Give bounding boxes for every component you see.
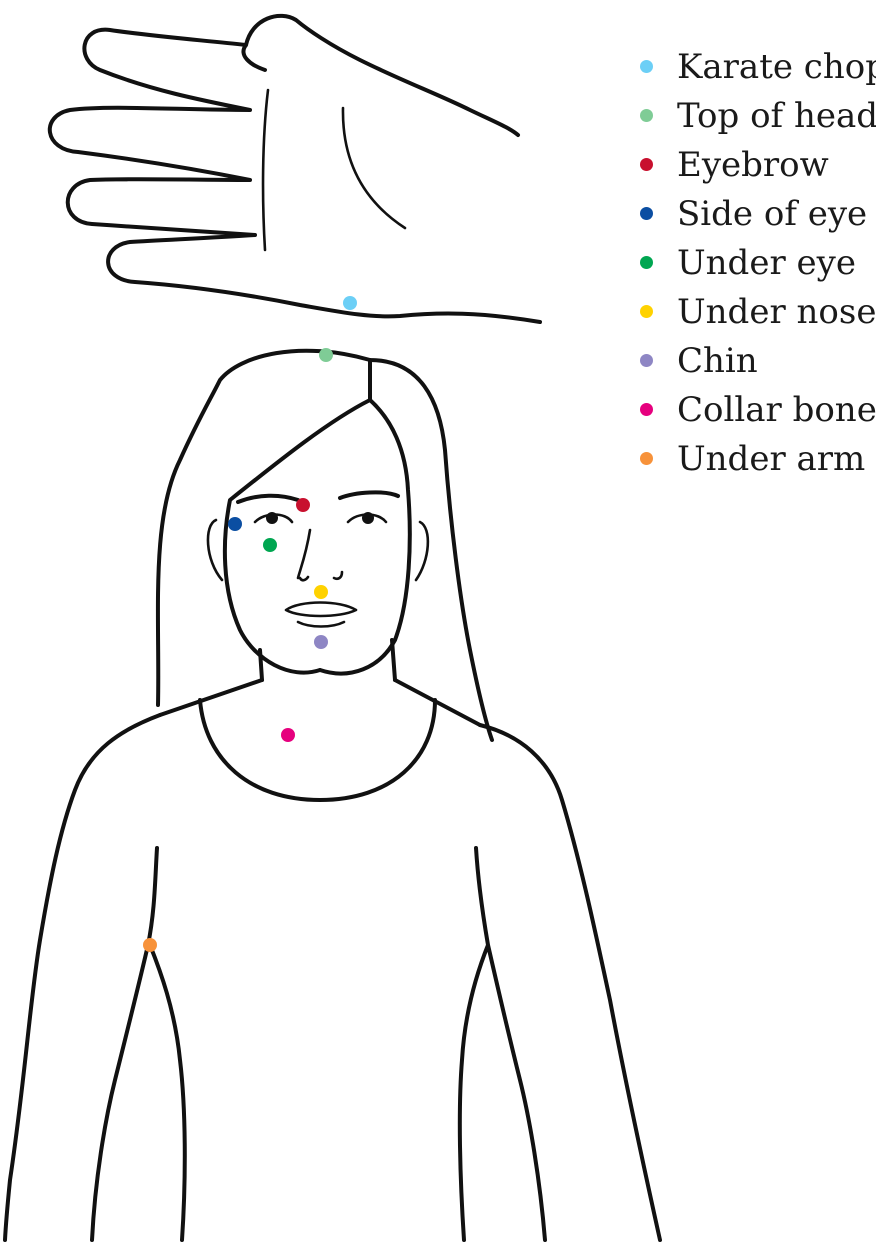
legend-item-under-nose: Under nose [640, 287, 876, 336]
pupil-right [362, 512, 374, 524]
ear-left [208, 520, 222, 580]
point-eyebrow [296, 498, 310, 512]
legend-dot [640, 158, 653, 171]
legend-item-eyebrow: Eyebrow [640, 140, 876, 189]
mouth [286, 603, 356, 627]
point-under-eye [263, 538, 277, 552]
point-collar-bone [281, 728, 295, 742]
brow-right [340, 492, 398, 498]
legend-label: Karate chop [677, 50, 876, 84]
head-drawing [158, 351, 492, 740]
arm-right-inner [460, 848, 545, 1240]
point-chin [314, 635, 328, 649]
pupil-left [266, 512, 278, 524]
legend-label: Under arm [677, 442, 865, 476]
legend-dot [640, 305, 653, 318]
face-right [320, 400, 410, 673]
neckline [200, 700, 435, 800]
point-top-of-head [319, 348, 333, 362]
legend-item-collar-bone: Collar bone [640, 385, 876, 434]
arm-left-inner [92, 848, 185, 1240]
point-under-arm [143, 938, 157, 952]
legend-label: Collar bone [677, 393, 876, 427]
hand-crease-1 [263, 90, 268, 250]
brow-left [238, 496, 298, 502]
legend-dot [640, 109, 653, 122]
hand-drawing [50, 16, 540, 322]
legend-item-top-of-head: Top of head [640, 91, 876, 140]
legend-dot [640, 207, 653, 220]
legend-label: Side of eye [677, 197, 867, 231]
nose [298, 530, 342, 580]
legend-item-under-eye: Under eye [640, 238, 876, 287]
legend-item-side-of-eye: Side of eye [640, 189, 876, 238]
legend-label: Under nose [677, 295, 876, 329]
legend-label: Top of head [677, 99, 876, 133]
legend-label: Chin [677, 344, 758, 378]
legend-dot [640, 403, 653, 416]
legend-item-karate-chop: Karate chop [640, 42, 876, 91]
shoulders [5, 715, 660, 1240]
legend-dot [640, 452, 653, 465]
legend-dot [640, 256, 653, 269]
legend-item-under-arm: Under arm [640, 434, 876, 483]
point-side-of-eye [228, 517, 242, 531]
hand-crease-2 [343, 108, 405, 228]
legend-dot [640, 60, 653, 73]
tapping-points [143, 296, 357, 952]
hand-outline [50, 16, 540, 322]
legend-label: Under eye [677, 246, 856, 280]
legend-label: Eyebrow [677, 148, 829, 182]
body-drawing [5, 680, 660, 1240]
point-under-nose [314, 585, 328, 599]
legend: Karate chop Top of head Eyebrow Side of … [640, 42, 876, 483]
ear-right [416, 522, 428, 580]
hair-fringe [225, 400, 370, 673]
point-karate-chop [343, 296, 357, 310]
legend-dot [640, 354, 653, 367]
legend-item-chin: Chin [640, 336, 876, 385]
